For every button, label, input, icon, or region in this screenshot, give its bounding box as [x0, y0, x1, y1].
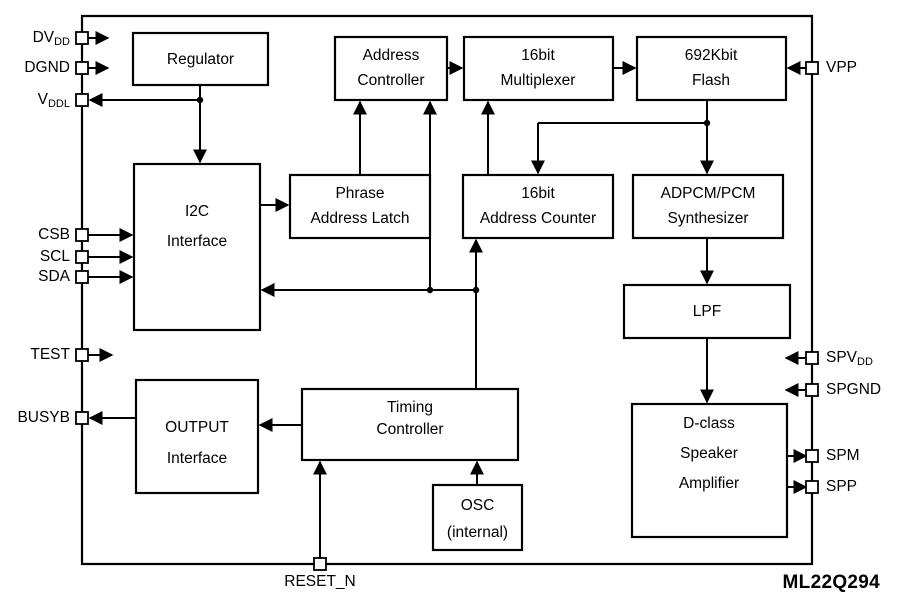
block-label-flash-line2: Flash	[692, 72, 730, 89]
pin-spp[interactable]: SPP	[805, 478, 857, 495]
block-label-synth-line1: ADPCM/PCM	[661, 185, 756, 202]
block-label-dclass-line2: Speaker	[680, 445, 738, 462]
block-label-address-controller-line2: Controller	[357, 72, 424, 89]
pin-dgnd[interactable]: DGND	[24, 59, 89, 76]
block-label-osc-line2: (internal)	[447, 524, 508, 541]
pin-label-dvdd: DVDD	[33, 29, 70, 48]
pin-reset-n[interactable]: RESET_N	[284, 557, 356, 590]
pin-label-spvdd: SPVDD	[826, 349, 873, 368]
block-label-latch-line1: Phrase	[335, 185, 384, 202]
block-label-i2c-line2: Interface	[167, 233, 227, 250]
pin-label-spgnd: SPGND	[826, 381, 881, 398]
block-dclass-speaker-amplifier[interactable]: D-class Speaker Amplifier	[630, 402, 789, 539]
pin-label-dgnd: DGND	[24, 59, 70, 76]
block-16bit-multiplexer[interactable]: 16bit Multiplexer	[462, 35, 615, 102]
block-16bit-address-counter[interactable]: 16bit Address Counter	[461, 173, 615, 240]
block-label-regulator: Regulator	[167, 51, 234, 68]
pin-label-scl: SCL	[40, 248, 71, 265]
block-label-multiplexer-line1: 16bit	[521, 47, 555, 64]
pin-vddl[interactable]: VDDL	[38, 91, 89, 110]
block-label-flash-line1: 692Kbit	[685, 47, 738, 64]
block-i2c-interface[interactable]: I2C Interface	[132, 162, 262, 332]
block-label-dclass-line1: D-class	[683, 415, 735, 432]
block-adpcm-pcm-synthesizer[interactable]: ADPCM/PCM Synthesizer	[631, 173, 785, 240]
pin-label-vpp: VPP	[826, 59, 857, 76]
pin-scl[interactable]: SCL	[40, 248, 89, 265]
block-label-lpf: LPF	[693, 303, 721, 320]
block-address-controller[interactable]: Address Controller	[333, 35, 449, 102]
pin-label-busyb: BUSYB	[17, 409, 70, 426]
pin-spm[interactable]: SPM	[805, 447, 860, 464]
block-lpf[interactable]: LPF	[622, 283, 792, 340]
block-timing-controller[interactable]: Timing Controller	[300, 387, 520, 462]
pin-test[interactable]: TEST	[30, 346, 89, 363]
pin-busyb[interactable]: BUSYB	[17, 409, 89, 426]
block-regulator[interactable]: Regulator	[131, 31, 270, 87]
block-label-latch-line2: Address Latch	[310, 210, 409, 227]
block-label-address-counter-line1: 16bit	[521, 185, 555, 202]
block-label-osc-line1: OSC	[461, 497, 495, 514]
pin-csb[interactable]: CSB	[38, 226, 89, 243]
block-label-output-line2: Interface	[167, 450, 227, 467]
block-output-interface[interactable]: OUTPUT Interface	[134, 378, 260, 495]
pin-spvdd[interactable]: SPVDD	[805, 349, 873, 368]
block-phrase-address-latch[interactable]: Phrase Address Latch	[288, 173, 432, 240]
pin-dvdd[interactable]: DVDD	[33, 29, 89, 48]
block-label-multiplexer-line2: Multiplexer	[501, 72, 576, 89]
pin-label-test: TEST	[30, 346, 70, 363]
pin-label-sda: SDA	[38, 268, 71, 285]
pin-spgnd[interactable]: SPGND	[805, 381, 881, 398]
block-label-address-controller-line1: Address	[363, 47, 420, 64]
block-osc[interactable]: OSC (internal)	[431, 483, 524, 552]
pin-label-reset-n: RESET_N	[284, 573, 356, 590]
pin-label-spm: SPM	[826, 447, 860, 464]
block-label-synth-line2: Synthesizer	[668, 210, 749, 227]
pin-sda[interactable]: SDA	[38, 268, 89, 285]
block-label-output-line1: OUTPUT	[165, 419, 229, 436]
pin-label-csb: CSB	[38, 226, 70, 243]
block-label-timing-line2: Controller	[376, 421, 443, 438]
block-flash[interactable]: 692Kbit Flash	[635, 35, 788, 102]
pin-label-spp: SPP	[826, 478, 857, 495]
block-label-i2c-line1: I2C	[185, 203, 209, 220]
pin-vpp[interactable]: VPP	[805, 59, 857, 76]
block-label-address-counter-line2: Address Counter	[480, 210, 596, 227]
block-label-timing-line1: Timing	[387, 399, 433, 416]
pin-label-vddl: VDDL	[38, 91, 70, 110]
block-label-dclass-line3: Amplifier	[679, 475, 739, 492]
part-number-label: ML22Q294	[783, 572, 881, 593]
